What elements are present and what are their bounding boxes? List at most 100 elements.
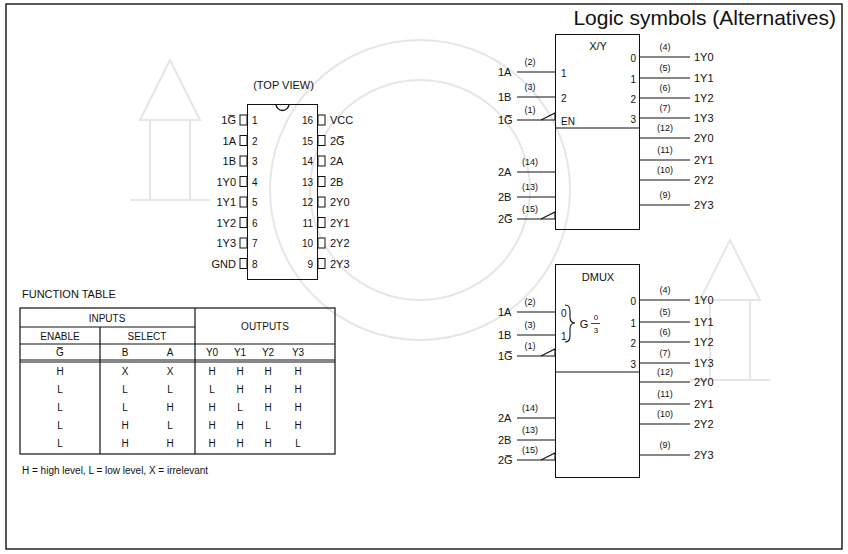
pin-number: (3) bbox=[525, 83, 536, 93]
signal-name: 1Y2 bbox=[694, 92, 714, 104]
signal-name: 2A bbox=[498, 166, 511, 178]
page-title: Logic symbols (Alternatives) bbox=[573, 6, 836, 30]
pin-wire bbox=[640, 159, 690, 160]
table-cell: H bbox=[208, 438, 215, 449]
signal-name: 2Y0 bbox=[694, 376, 714, 388]
pin-number: 6 bbox=[252, 217, 258, 228]
pin-wire bbox=[640, 341, 690, 342]
signal-name: 2G̅ bbox=[498, 454, 513, 466]
pin-name: 2Y1 bbox=[330, 216, 350, 228]
table-cell: L bbox=[122, 384, 128, 395]
pin-number: (10) bbox=[657, 166, 673, 176]
signal-name: 2A bbox=[498, 412, 511, 424]
pin-number: (10) bbox=[657, 410, 673, 420]
pin-name: 1A bbox=[223, 134, 236, 146]
pin-wire bbox=[640, 362, 690, 363]
table-cell: H bbox=[208, 420, 215, 431]
table-cell: L bbox=[122, 402, 128, 413]
pin-number: (15) bbox=[522, 446, 538, 456]
pin-name: 1Y3 bbox=[216, 237, 236, 249]
table-header: Y3 bbox=[292, 347, 304, 358]
pin-number: (9) bbox=[660, 191, 671, 201]
pin-name: 2B bbox=[330, 175, 343, 187]
table-cell: L bbox=[57, 384, 63, 395]
table-cell: H bbox=[236, 438, 243, 449]
pin-qualifier: 2 bbox=[561, 93, 567, 104]
package-pin bbox=[318, 136, 325, 146]
table-cell: H bbox=[294, 366, 301, 377]
pin-wire bbox=[640, 77, 690, 78]
pin-number: (12) bbox=[657, 124, 673, 134]
pin-wire bbox=[640, 137, 690, 138]
package-pin bbox=[240, 156, 247, 166]
table-cell: H bbox=[264, 438, 271, 449]
table-cell: X bbox=[167, 366, 174, 377]
xy-decoder-symbol: X/Y12EN0123 bbox=[555, 34, 640, 230]
pin-number: 13 bbox=[302, 176, 313, 187]
pin-wire bbox=[517, 196, 555, 197]
pin-number: (6) bbox=[660, 328, 671, 338]
pin-number: 5 bbox=[252, 197, 258, 208]
table-header: INPUTS bbox=[89, 312, 126, 323]
pin-wire bbox=[517, 459, 555, 460]
signal-name: 1Y1 bbox=[694, 316, 714, 328]
table-header: G̅ bbox=[56, 347, 64, 358]
package-pin bbox=[240, 136, 247, 146]
package-pin bbox=[240, 218, 247, 228]
signal-name: 1A bbox=[498, 66, 511, 78]
table-header: OUTPUTS bbox=[241, 321, 289, 332]
pin-name: GND bbox=[212, 257, 236, 269]
package-pin bbox=[240, 177, 247, 187]
signal-name: 2Y1 bbox=[694, 154, 714, 166]
pin-number: (5) bbox=[660, 308, 671, 318]
pin-qualifier: 1 bbox=[630, 318, 636, 329]
pin-wire bbox=[517, 355, 555, 356]
pin-wire bbox=[640, 454, 690, 455]
table-cell: H bbox=[121, 438, 128, 449]
pin-number: (7) bbox=[660, 104, 671, 114]
pin-qualifier: 2 bbox=[630, 94, 636, 105]
pin-name: VCC bbox=[330, 114, 353, 126]
pin-wire bbox=[640, 117, 690, 118]
signal-name: 2B bbox=[498, 191, 511, 203]
table-cell: H bbox=[166, 438, 173, 449]
pin-wire bbox=[640, 299, 690, 300]
table-cell: H bbox=[264, 384, 271, 395]
pin-qualifier: 1 bbox=[630, 74, 636, 85]
pin-wire bbox=[640, 56, 690, 57]
pin-number: 8 bbox=[252, 258, 258, 269]
pin-number: (13) bbox=[522, 183, 538, 193]
pin-qualifier: 1 bbox=[561, 68, 567, 79]
pin-number: (1) bbox=[525, 106, 536, 116]
pin-number: (14) bbox=[522, 404, 538, 414]
pin-name: 1Y0 bbox=[216, 175, 236, 187]
table-cell: L bbox=[57, 420, 63, 431]
signal-name: 1Y0 bbox=[694, 51, 714, 63]
pin-name: 2Y0 bbox=[330, 196, 350, 208]
package-pin bbox=[318, 156, 325, 166]
table-cell: X bbox=[122, 366, 129, 377]
table-header: A bbox=[167, 347, 174, 358]
pin-number: 15 bbox=[302, 135, 313, 146]
symbol-qualifier: DMUX bbox=[582, 271, 614, 283]
dip-package: (TOP VIEW) bbox=[247, 104, 318, 280]
package-pin bbox=[318, 259, 325, 269]
table-header: B bbox=[122, 347, 129, 358]
pin-name: 2Y2 bbox=[330, 237, 350, 249]
symbol-qualifier: (TOP VIEW) bbox=[253, 79, 314, 91]
signal-name: 2Y3 bbox=[694, 199, 714, 211]
signal-name: 1A bbox=[498, 306, 511, 318]
pin-number: 7 bbox=[252, 238, 258, 249]
pin-number: 9 bbox=[307, 258, 313, 269]
pin-number: 12 bbox=[302, 197, 313, 208]
pin-qualifier: 3 bbox=[594, 327, 598, 336]
signal-name: 2Y0 bbox=[694, 132, 714, 144]
pin-number: 4 bbox=[252, 176, 258, 187]
polarity-indicators bbox=[541, 113, 555, 460]
pin-qualifier: 3 bbox=[630, 114, 636, 125]
pin-name: 1Y1 bbox=[216, 196, 236, 208]
pin-name: 2G̅ bbox=[330, 134, 345, 146]
signal-name: 2Y2 bbox=[694, 174, 714, 186]
table-cell: H bbox=[166, 402, 173, 413]
package-pin bbox=[240, 238, 247, 248]
